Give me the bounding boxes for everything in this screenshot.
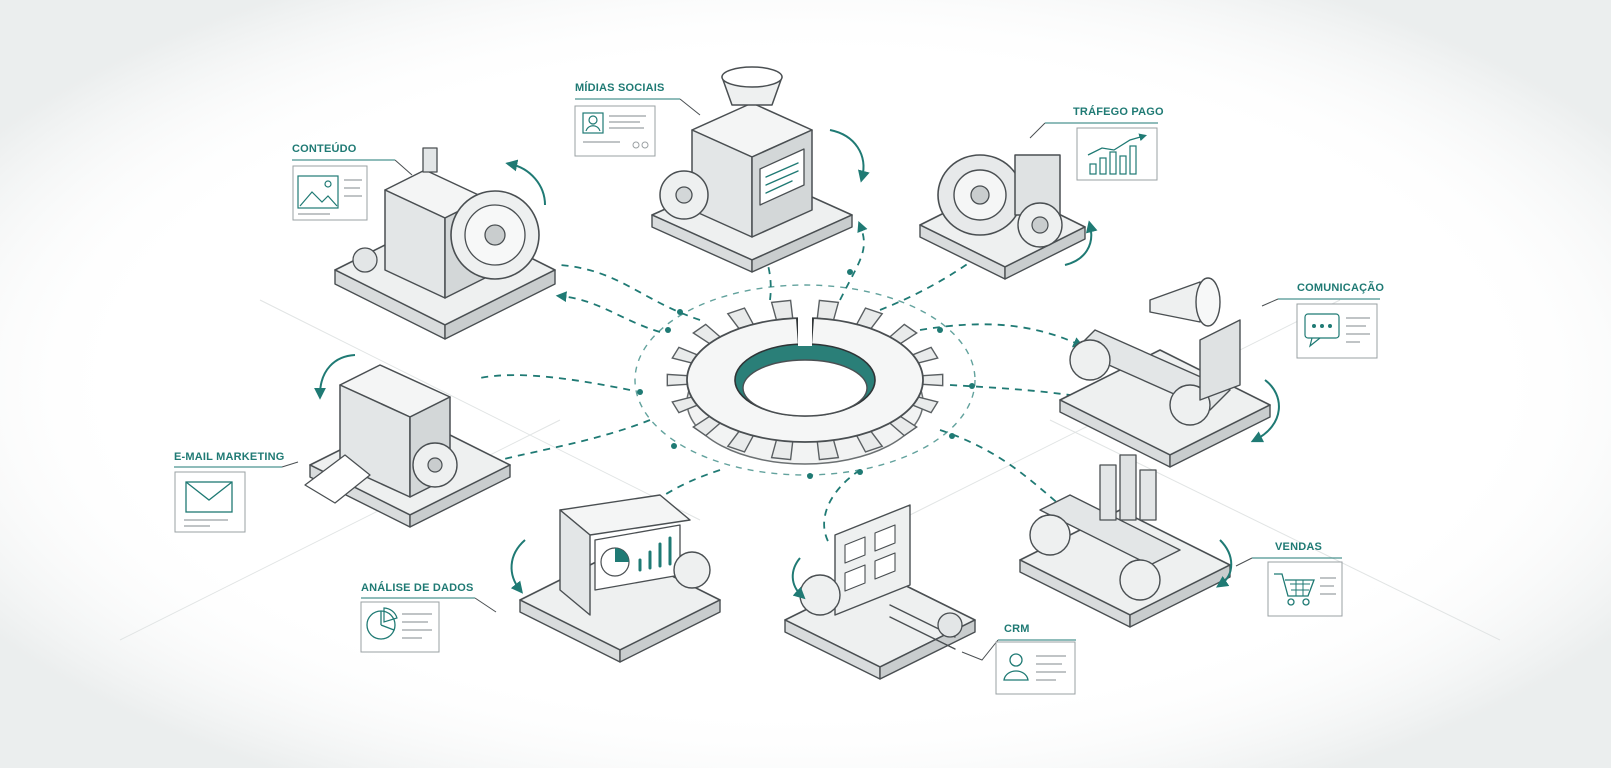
- label-vendas: VENDAS: [1275, 541, 1322, 553]
- label-conteudo: CONTEÚDO: [292, 142, 357, 155]
- label-trafego-pago: TRÁFEGO PAGO: [1073, 105, 1164, 118]
- gear-tooth: [667, 374, 687, 385]
- gear-tooth: [923, 374, 943, 385]
- label-comunicacao: COMUNICAÇÃO: [1297, 281, 1384, 294]
- label-analise-de-dados: ANÁLISE DE DADOS: [361, 581, 474, 594]
- label-email-marketing: E-MAIL MARKETING: [174, 451, 285, 463]
- label-crm: CRM: [1004, 623, 1030, 635]
- label-midias-sociais: MÍDIAS SOCIAIS: [575, 81, 665, 94]
